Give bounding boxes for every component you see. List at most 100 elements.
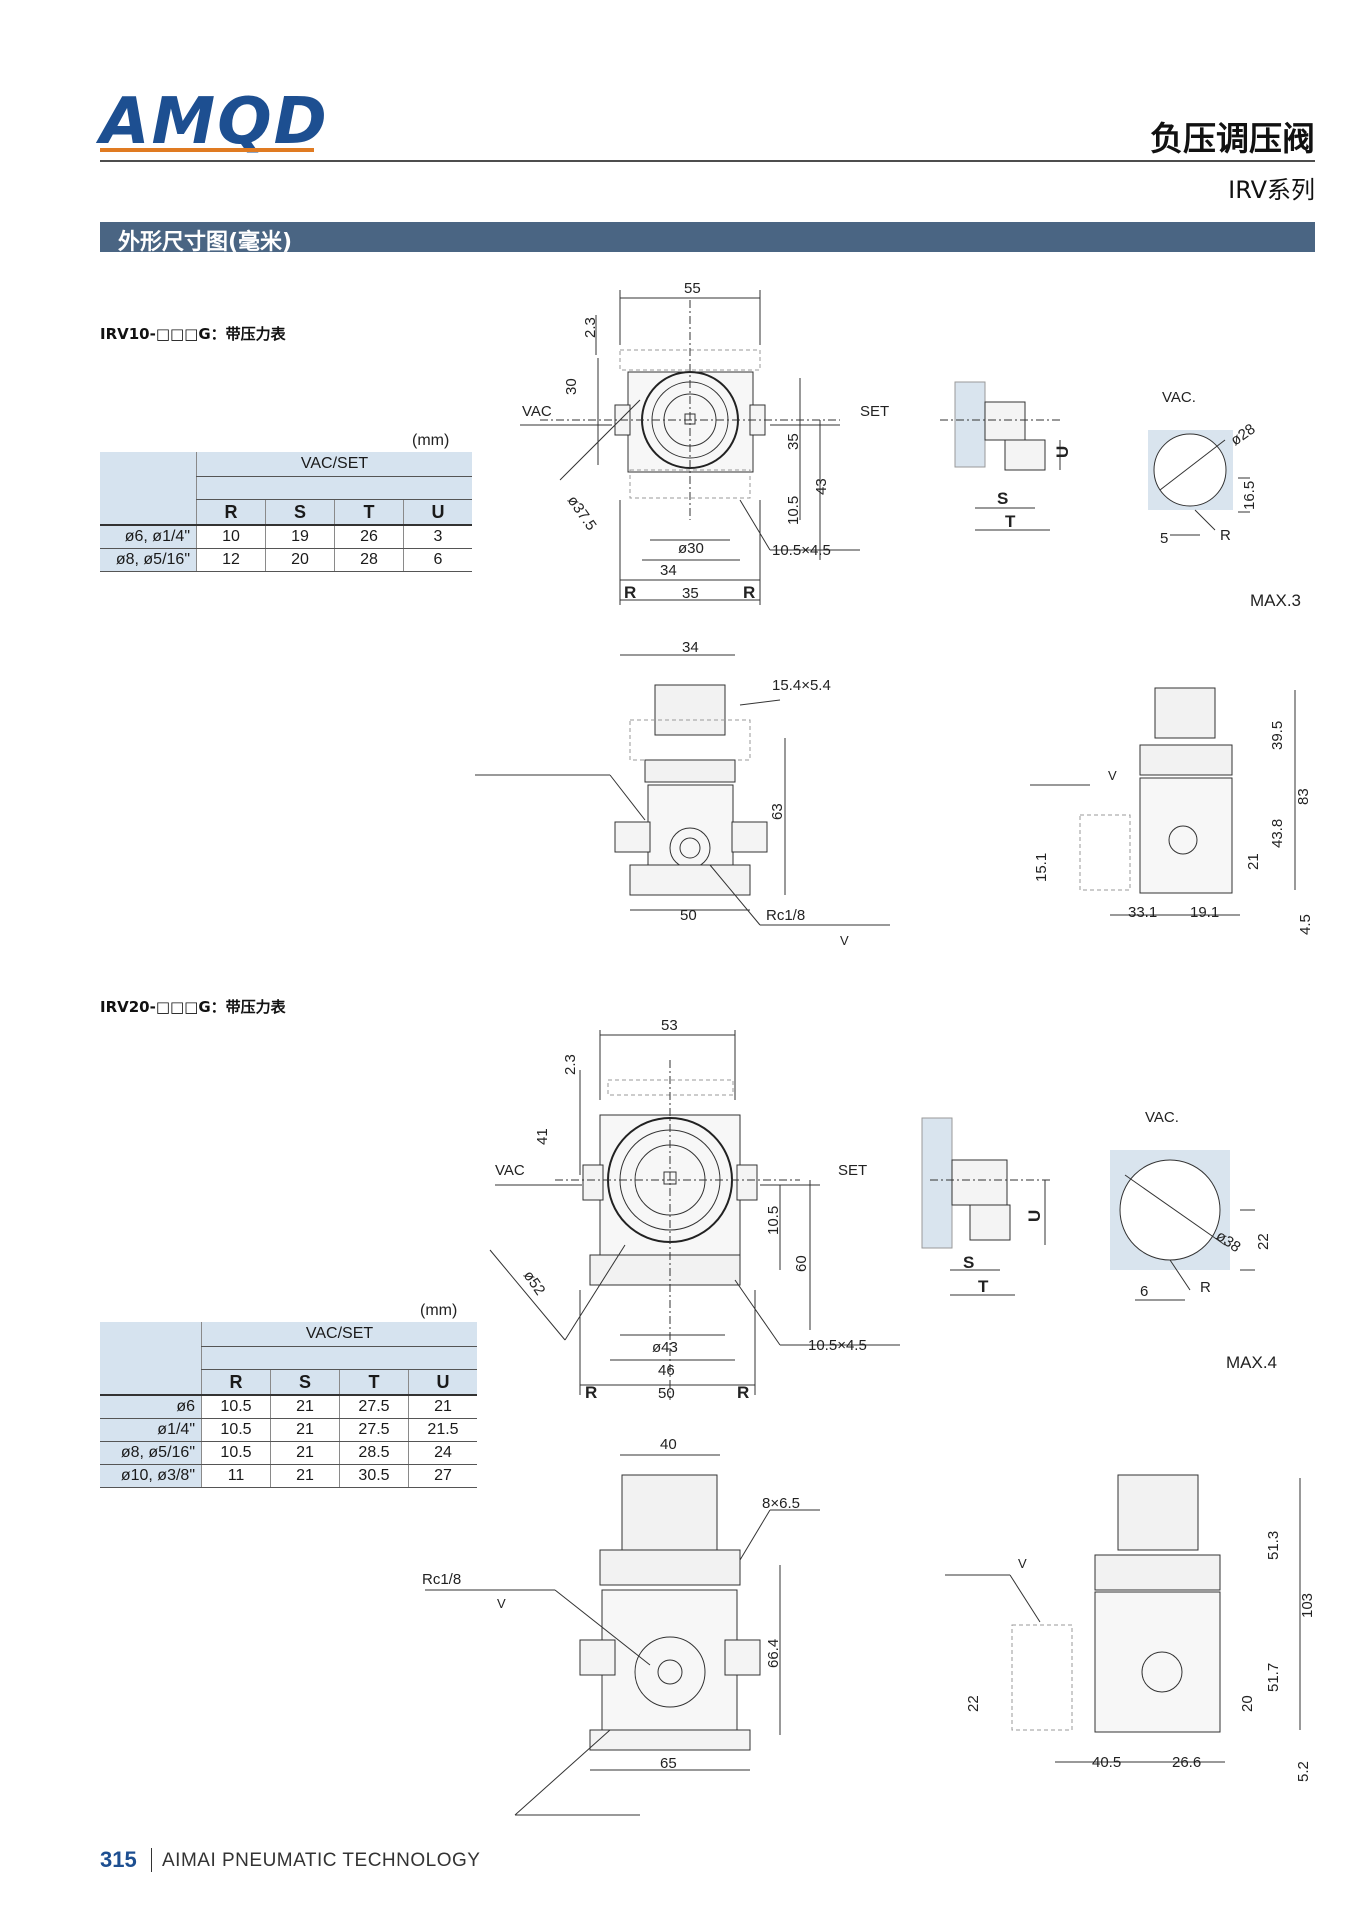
irv20-group-header: VAC/SET bbox=[201, 1322, 477, 1347]
series-label: IRV系列 bbox=[1228, 176, 1315, 204]
irv10-side-19.1: 19.1 bbox=[1190, 904, 1219, 921]
irv10-port-r: R bbox=[1220, 527, 1231, 544]
irv10-dim-r-right: R bbox=[743, 583, 755, 602]
irv10-front-v: V bbox=[840, 933, 849, 948]
irv20-side-51.3: 51.3 bbox=[1265, 1531, 1282, 1560]
irv20-dim-60: 60 bbox=[793, 1255, 810, 1272]
irv20-side-103: 103 bbox=[1299, 1593, 1316, 1618]
irv20-side-v: V bbox=[1018, 1556, 1027, 1571]
irv10-dim-2.3: 2.3 bbox=[582, 317, 599, 338]
irv20-dim-top-width: 53 bbox=[661, 1017, 678, 1034]
irv20-port-22: 22 bbox=[1255, 1233, 1272, 1250]
irv10-group-header: VAC/SET bbox=[196, 452, 472, 477]
irv10-dim-35: 35 bbox=[785, 433, 802, 450]
irv20-front-v: V bbox=[497, 1596, 506, 1611]
irv10-col-r: R bbox=[196, 499, 266, 526]
irv10-max: MAX.3 bbox=[1250, 591, 1301, 610]
irv10-dim-top-width: 55 bbox=[684, 280, 701, 297]
irv20-front-rc: Rc1/8 bbox=[422, 1571, 461, 1588]
irv20-dim-50: 50 bbox=[658, 1385, 675, 1402]
irv10-dim-dia30: ø30 bbox=[678, 540, 704, 557]
irv10-port-5: 5 bbox=[1160, 530, 1168, 547]
irv20-side-view bbox=[945, 1474, 1301, 1763]
irv10-front-rc: Rc1/8 bbox=[766, 907, 805, 924]
page-number: 315 bbox=[100, 1847, 137, 1872]
irv20-col-s: S bbox=[270, 1369, 340, 1396]
irv20-col-u: U bbox=[408, 1369, 477, 1396]
irv20-front-66.4: 66.4 bbox=[765, 1639, 782, 1668]
irv10-side-s: S bbox=[997, 489, 1008, 508]
irv10-port-vac: VAC. bbox=[1162, 389, 1196, 406]
irv10-top-view bbox=[520, 290, 860, 605]
irv20-dim-slot: 10.5×4.5 bbox=[808, 1337, 867, 1354]
irv10-port-16.5: 16.5 bbox=[1241, 481, 1258, 510]
irv20-side-s: S bbox=[963, 1253, 974, 1272]
irv20-port-view bbox=[1110, 1150, 1255, 1301]
irv20-side-51.7: 51.7 bbox=[1265, 1663, 1282, 1692]
irv10-fitting-side bbox=[940, 381, 1061, 531]
irv10-dim-34: 34 bbox=[660, 562, 677, 579]
irv10-front-view bbox=[475, 654, 890, 926]
irv10-side-33.1: 33.1 bbox=[1128, 904, 1157, 921]
irv20-front-40: 40 bbox=[660, 1436, 677, 1453]
irv10-col-u: U bbox=[403, 499, 472, 526]
section-band: 外形尺寸图(毫米) bbox=[100, 222, 1315, 255]
irv10-dim-dia37.5: ø37.5 bbox=[564, 493, 600, 534]
irv20-model-label: IRV20-□□□G：带压力表 bbox=[100, 998, 286, 1016]
footer-divider bbox=[151, 1848, 152, 1872]
irv10-side-39.5: 39.5 bbox=[1269, 721, 1286, 750]
irv20-dim-dia52: ø52 bbox=[520, 1268, 549, 1299]
irv20-side-5.2: 5.2 bbox=[1295, 1761, 1312, 1782]
irv10-side-u: U bbox=[1053, 446, 1072, 458]
irv10-front-34: 34 bbox=[682, 639, 699, 656]
irv20-col-r: R bbox=[201, 1369, 271, 1396]
irv10-model-label: IRV10-□□□G：带压力表 bbox=[100, 325, 286, 343]
irv20-dim-2.3: 2.3 bbox=[562, 1054, 579, 1075]
header-rule bbox=[100, 160, 1315, 162]
irv20-side-u: U bbox=[1025, 1210, 1044, 1222]
irv20-fitting-side bbox=[921, 1117, 1050, 1296]
irv10-dim-10.5: 10.5 bbox=[785, 496, 802, 525]
irv20-front-slot: 8×6.5 bbox=[762, 1495, 800, 1512]
irv20-col-t: T bbox=[339, 1369, 409, 1396]
company-name: AIMAI PNEUMATIC TECHNOLOGY bbox=[162, 1850, 481, 1871]
irv10-side-21: 21 bbox=[1245, 853, 1262, 870]
irv10-dim-r-left: R bbox=[624, 583, 636, 602]
irv10-side-15.1: 15.1 bbox=[1033, 853, 1050, 882]
logo-underline bbox=[100, 148, 314, 152]
irv20-side-22: 22 bbox=[965, 1695, 982, 1712]
irv20-max: MAX.4 bbox=[1226, 1353, 1277, 1372]
irv10-col-t: T bbox=[334, 499, 404, 526]
irv10-col-s: S bbox=[265, 499, 335, 526]
irv10-side-view bbox=[1030, 687, 1296, 916]
irv10-side-t: T bbox=[1005, 512, 1016, 531]
irv10-dim-30: 30 bbox=[563, 378, 580, 395]
irv20-vac-label: VAC bbox=[495, 1162, 525, 1179]
irv20-side-20: 20 bbox=[1239, 1695, 1256, 1712]
irv10-side-4.5: 4.5 bbox=[1297, 914, 1314, 935]
irv20-unit: (mm) bbox=[420, 1302, 458, 1319]
irv10-vac-label: VAC bbox=[522, 403, 552, 420]
page-title: 负压调压阀 bbox=[1150, 119, 1315, 158]
irv20-dim-10.5: 10.5 bbox=[765, 1206, 782, 1235]
irv20-dim-r-right: R bbox=[737, 1383, 749, 1402]
irv10-front-50: 50 bbox=[680, 907, 697, 924]
irv20-side-t: T bbox=[978, 1277, 989, 1296]
brand-logo: AMQD bbox=[100, 85, 329, 159]
irv10-side-83: 83 bbox=[1295, 788, 1312, 805]
irv20-side-40.5: 40.5 bbox=[1092, 1754, 1121, 1771]
irv10-unit: (mm) bbox=[412, 432, 450, 449]
irv20-dim-r-left: R bbox=[585, 1383, 597, 1402]
irv10-side-43.8: 43.8 bbox=[1269, 819, 1286, 848]
irv20-port-vac: VAC. bbox=[1145, 1109, 1179, 1126]
irv10-dim-slot: 10.5×4.5 bbox=[772, 542, 831, 559]
